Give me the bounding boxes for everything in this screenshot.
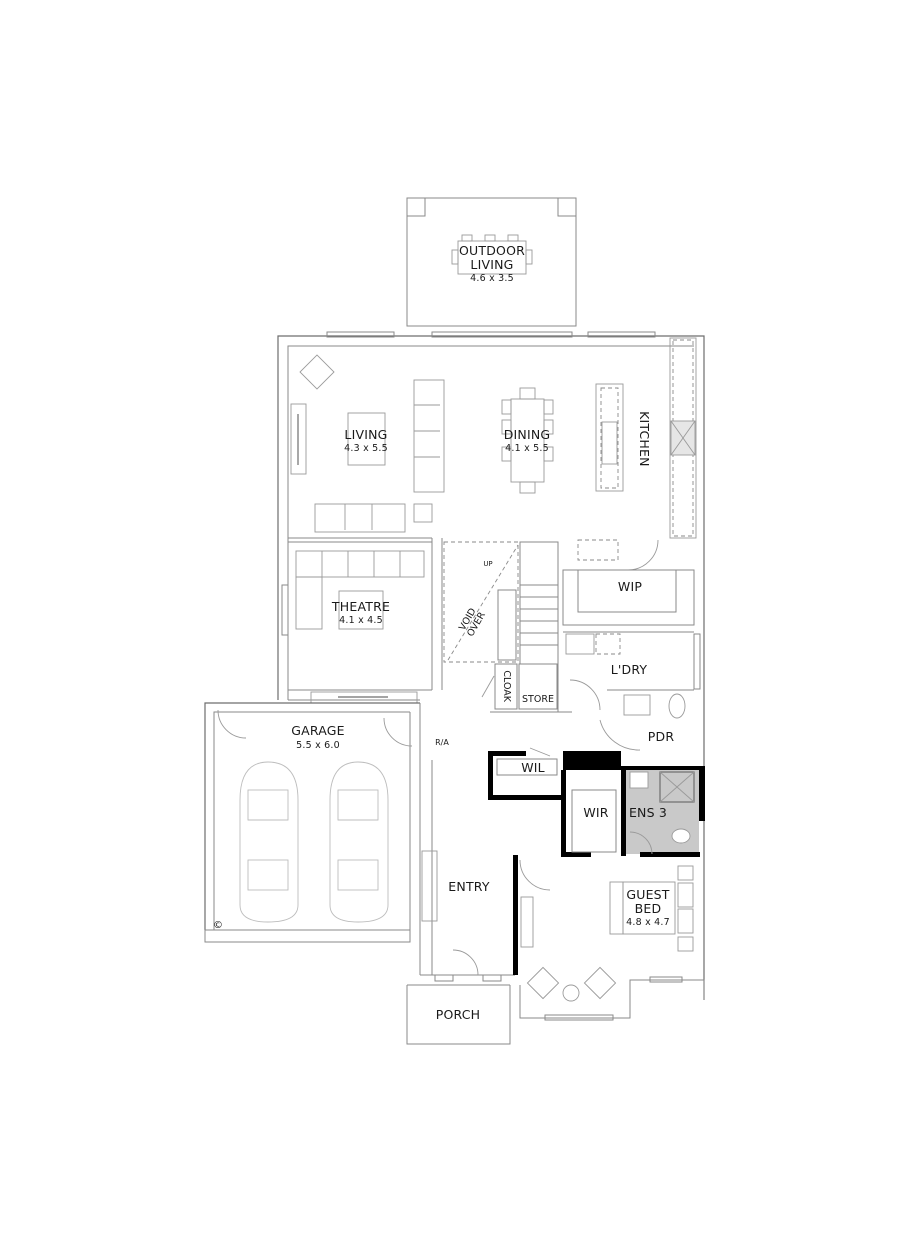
room-label-ens3: ENS 3: [628, 805, 668, 820]
room-label-pdr: PDR: [647, 729, 675, 744]
room-label-kitchen: KITCHEN: [636, 411, 652, 467]
interior-walls: [288, 537, 443, 701]
living-furniture: [290, 354, 445, 533]
guest-bed-room: [519, 859, 705, 1021]
bedroom-wing-walls: [488, 747, 705, 975]
entry-hall: [420, 760, 515, 982]
car-right: [329, 761, 389, 923]
room-label-wil: WIL: [521, 760, 545, 775]
garage-room: [204, 702, 421, 975]
room-label-porch: PORCH: [435, 1007, 481, 1022]
room-label-wir: WIR: [583, 805, 609, 820]
room-label-laundry: L'DRY: [610, 662, 648, 677]
room-label-living: LIVING 4.3 x 5.5: [344, 427, 388, 454]
porch-area: [406, 984, 511, 1045]
room-label-dining: DINING 4.1 x 5.5: [503, 427, 551, 454]
wip-room: [562, 539, 695, 626]
room-label-entry: ENTRY: [448, 879, 490, 894]
room-label-store: STORE: [522, 694, 554, 705]
room-label-guest-bed: GUEST BED 4.8 x 4.7: [626, 887, 670, 928]
return-air-label: R/A: [435, 738, 449, 747]
kitchen-joinery: [595, 337, 697, 539]
room-label-wip: WIP: [617, 579, 643, 594]
outdoor-living-area: [406, 197, 577, 327]
stair-up-label: UP: [483, 560, 493, 568]
car-left: [239, 761, 299, 923]
room-label-cloak: CLOAK: [501, 670, 513, 703]
theatre-furniture: [281, 550, 425, 704]
pdr-room: [599, 693, 686, 751]
room-label-outdoor-living: OUTDOOR LIVING 4.6 x 3.5: [458, 243, 525, 284]
room-label-theatre: THEATRE 4.1 x 4.5: [331, 599, 391, 626]
cloak-store: [481, 663, 572, 713]
exterior-walls: [277, 331, 705, 1000]
room-label-garage: GARAGE 5.5 x 6.0: [291, 723, 345, 751]
dining-furniture: [501, 387, 554, 494]
copyright-icon: ©: [213, 920, 223, 931]
laundry-room: [563, 631, 701, 711]
